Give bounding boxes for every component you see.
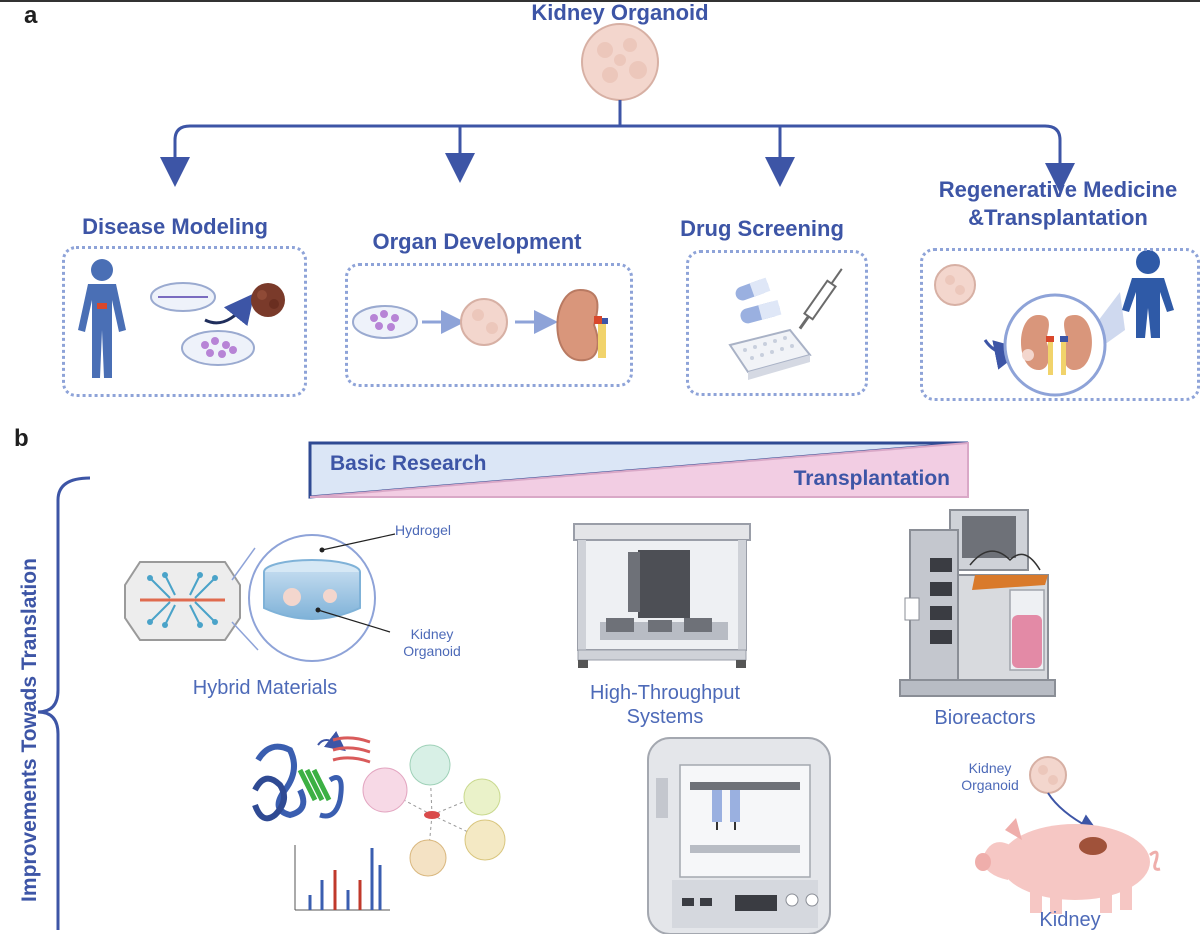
hybrid-materials-label: Hybrid Materials bbox=[192, 677, 338, 699]
cell-culture-icon bbox=[150, 282, 285, 366]
side-bracket bbox=[37, 476, 91, 930]
transplantation-label: Transplantation bbox=[793, 467, 950, 490]
syringe-icon bbox=[798, 268, 843, 330]
human-body-icon bbox=[78, 259, 126, 378]
hydrogel-organoid-icon bbox=[248, 533, 396, 662]
panel-a-letter: a bbox=[24, 2, 38, 29]
disease-modeling-frame bbox=[62, 246, 307, 397]
pig-organoid-callout-line2: Organoid bbox=[961, 777, 1019, 793]
person-icon bbox=[1122, 250, 1174, 338]
regenerative-medicine-icons bbox=[934, 250, 1174, 397]
high-throughput-label-line2: Systems bbox=[626, 706, 704, 728]
organ-development-icons bbox=[352, 288, 608, 362]
kidney-organoid-callout: Kidney Organoid bbox=[392, 626, 472, 660]
pig-organoid-callout: Kidney Organoid bbox=[950, 760, 1030, 794]
bioreactor-icon bbox=[899, 509, 1056, 697]
regenerative-medicine-frame bbox=[920, 248, 1200, 401]
side-label: Improvements Towads Translation bbox=[18, 558, 41, 902]
research-gradient-bar bbox=[308, 441, 969, 499]
kidney-organoid-callout-line1: Kidney bbox=[410, 626, 454, 642]
kidney-organoid-icon bbox=[581, 23, 659, 101]
kidney-label: Kidney bbox=[1039, 909, 1101, 931]
drug-screening-frame bbox=[686, 250, 868, 396]
drug-screening-icons bbox=[728, 268, 843, 380]
3d-printer-icon bbox=[647, 737, 831, 934]
pig-organoid-callout-line1: Kidney bbox=[968, 760, 1012, 776]
organ-development-frame bbox=[345, 263, 633, 387]
spectrum-plot-icon bbox=[290, 840, 390, 912]
bioreactors-label: Bioreactors bbox=[934, 707, 1036, 729]
kidney-organoid-callout-line2: Organoid bbox=[403, 643, 461, 659]
pig-icon bbox=[975, 756, 1161, 914]
basic-research-label: Basic Research bbox=[330, 452, 487, 475]
panel-b-letter: b bbox=[14, 425, 29, 452]
microfluidic-chip-icon bbox=[124, 547, 259, 651]
high-throughput-label-line1: High-Throughput bbox=[589, 682, 741, 704]
tree-connector bbox=[160, 100, 1075, 193]
high-throughput-system-icon bbox=[573, 523, 751, 668]
category-regenerative-medicine: Regenerative Medicine &Transplantation bbox=[938, 177, 1178, 230]
category-disease-modeling: Disease Modeling bbox=[82, 214, 268, 239]
category-organ-development: Organ Development bbox=[372, 229, 582, 254]
high-throughput-label: High-Throughput Systems bbox=[560, 681, 770, 729]
category-drug-screening: Drug Screening bbox=[680, 216, 844, 241]
hydrogel-callout: Hydrogel bbox=[395, 522, 452, 538]
page-title: Kidney Organoid bbox=[531, 0, 709, 25]
protein-network-icon bbox=[252, 730, 506, 877]
